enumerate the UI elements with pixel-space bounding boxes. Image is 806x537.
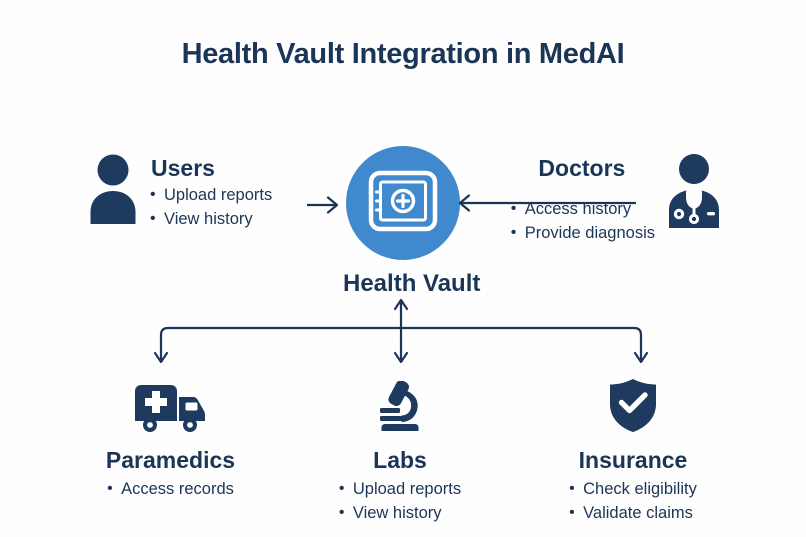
- list-item: Upload reports: [339, 477, 461, 502]
- labs-icon-wrap: [300, 378, 500, 438]
- labs-heading: Labs: [373, 447, 427, 473]
- doctor-icon: [665, 152, 723, 233]
- paramedics-icon-wrap: [48, 378, 293, 438]
- users-heading: Users: [151, 155, 215, 181]
- insurance-heading: Insurance: [578, 447, 688, 473]
- insurance-bullets: Check eligibility Validate claims: [569, 477, 697, 526]
- node-paramedics: Paramedics Access records: [48, 378, 293, 502]
- list-item: View history: [339, 501, 461, 526]
- list-item: Upload reports: [150, 183, 272, 208]
- list-item: Provide diagnosis: [511, 221, 655, 246]
- users-text-block: Users Upload reports View history: [150, 152, 272, 232]
- arrow-right-icon: [306, 194, 342, 221]
- page-title: Health Vault Integration in MedAI: [181, 38, 625, 70]
- doctors-bullets: Access history Provide diagnosis: [511, 197, 655, 246]
- branching-connector: [140, 295, 670, 376]
- list-item: Access history: [511, 197, 655, 222]
- node-labs: Labs Upload reports View history: [300, 378, 500, 526]
- list-item: Access records: [107, 477, 234, 502]
- node-insurance: Insurance Check eligibility Validate cla…: [508, 378, 758, 526]
- paramedics-heading: Paramedics: [105, 447, 236, 473]
- microscope-icon: [371, 380, 429, 438]
- paramedics-bullets: Access records: [107, 477, 234, 502]
- users-bullets: Upload reports View history: [150, 183, 272, 232]
- node-doctors: Doctors Access history Provide diagnosis: [511, 152, 723, 246]
- list-item: Validate claims: [569, 501, 697, 526]
- list-item: View history: [150, 207, 272, 232]
- node-users: Users Upload reports View history: [88, 152, 272, 232]
- doctors-text-block: Doctors Access history Provide diagnosis: [511, 152, 655, 246]
- vault-circle: [346, 146, 460, 260]
- shield-check-icon: [607, 377, 659, 438]
- insurance-icon-wrap: [508, 378, 758, 438]
- list-item: Check eligibility: [569, 477, 697, 502]
- labs-bullets: Upload reports View history: [339, 477, 461, 526]
- vault-safe-icon: [368, 170, 438, 237]
- node-health-vault: Health Vault: [343, 146, 481, 298]
- person-icon: [88, 152, 138, 229]
- doctors-heading: Doctors: [538, 155, 626, 181]
- vault-label: Health Vault: [343, 270, 481, 297]
- ambulance-icon: [133, 381, 209, 438]
